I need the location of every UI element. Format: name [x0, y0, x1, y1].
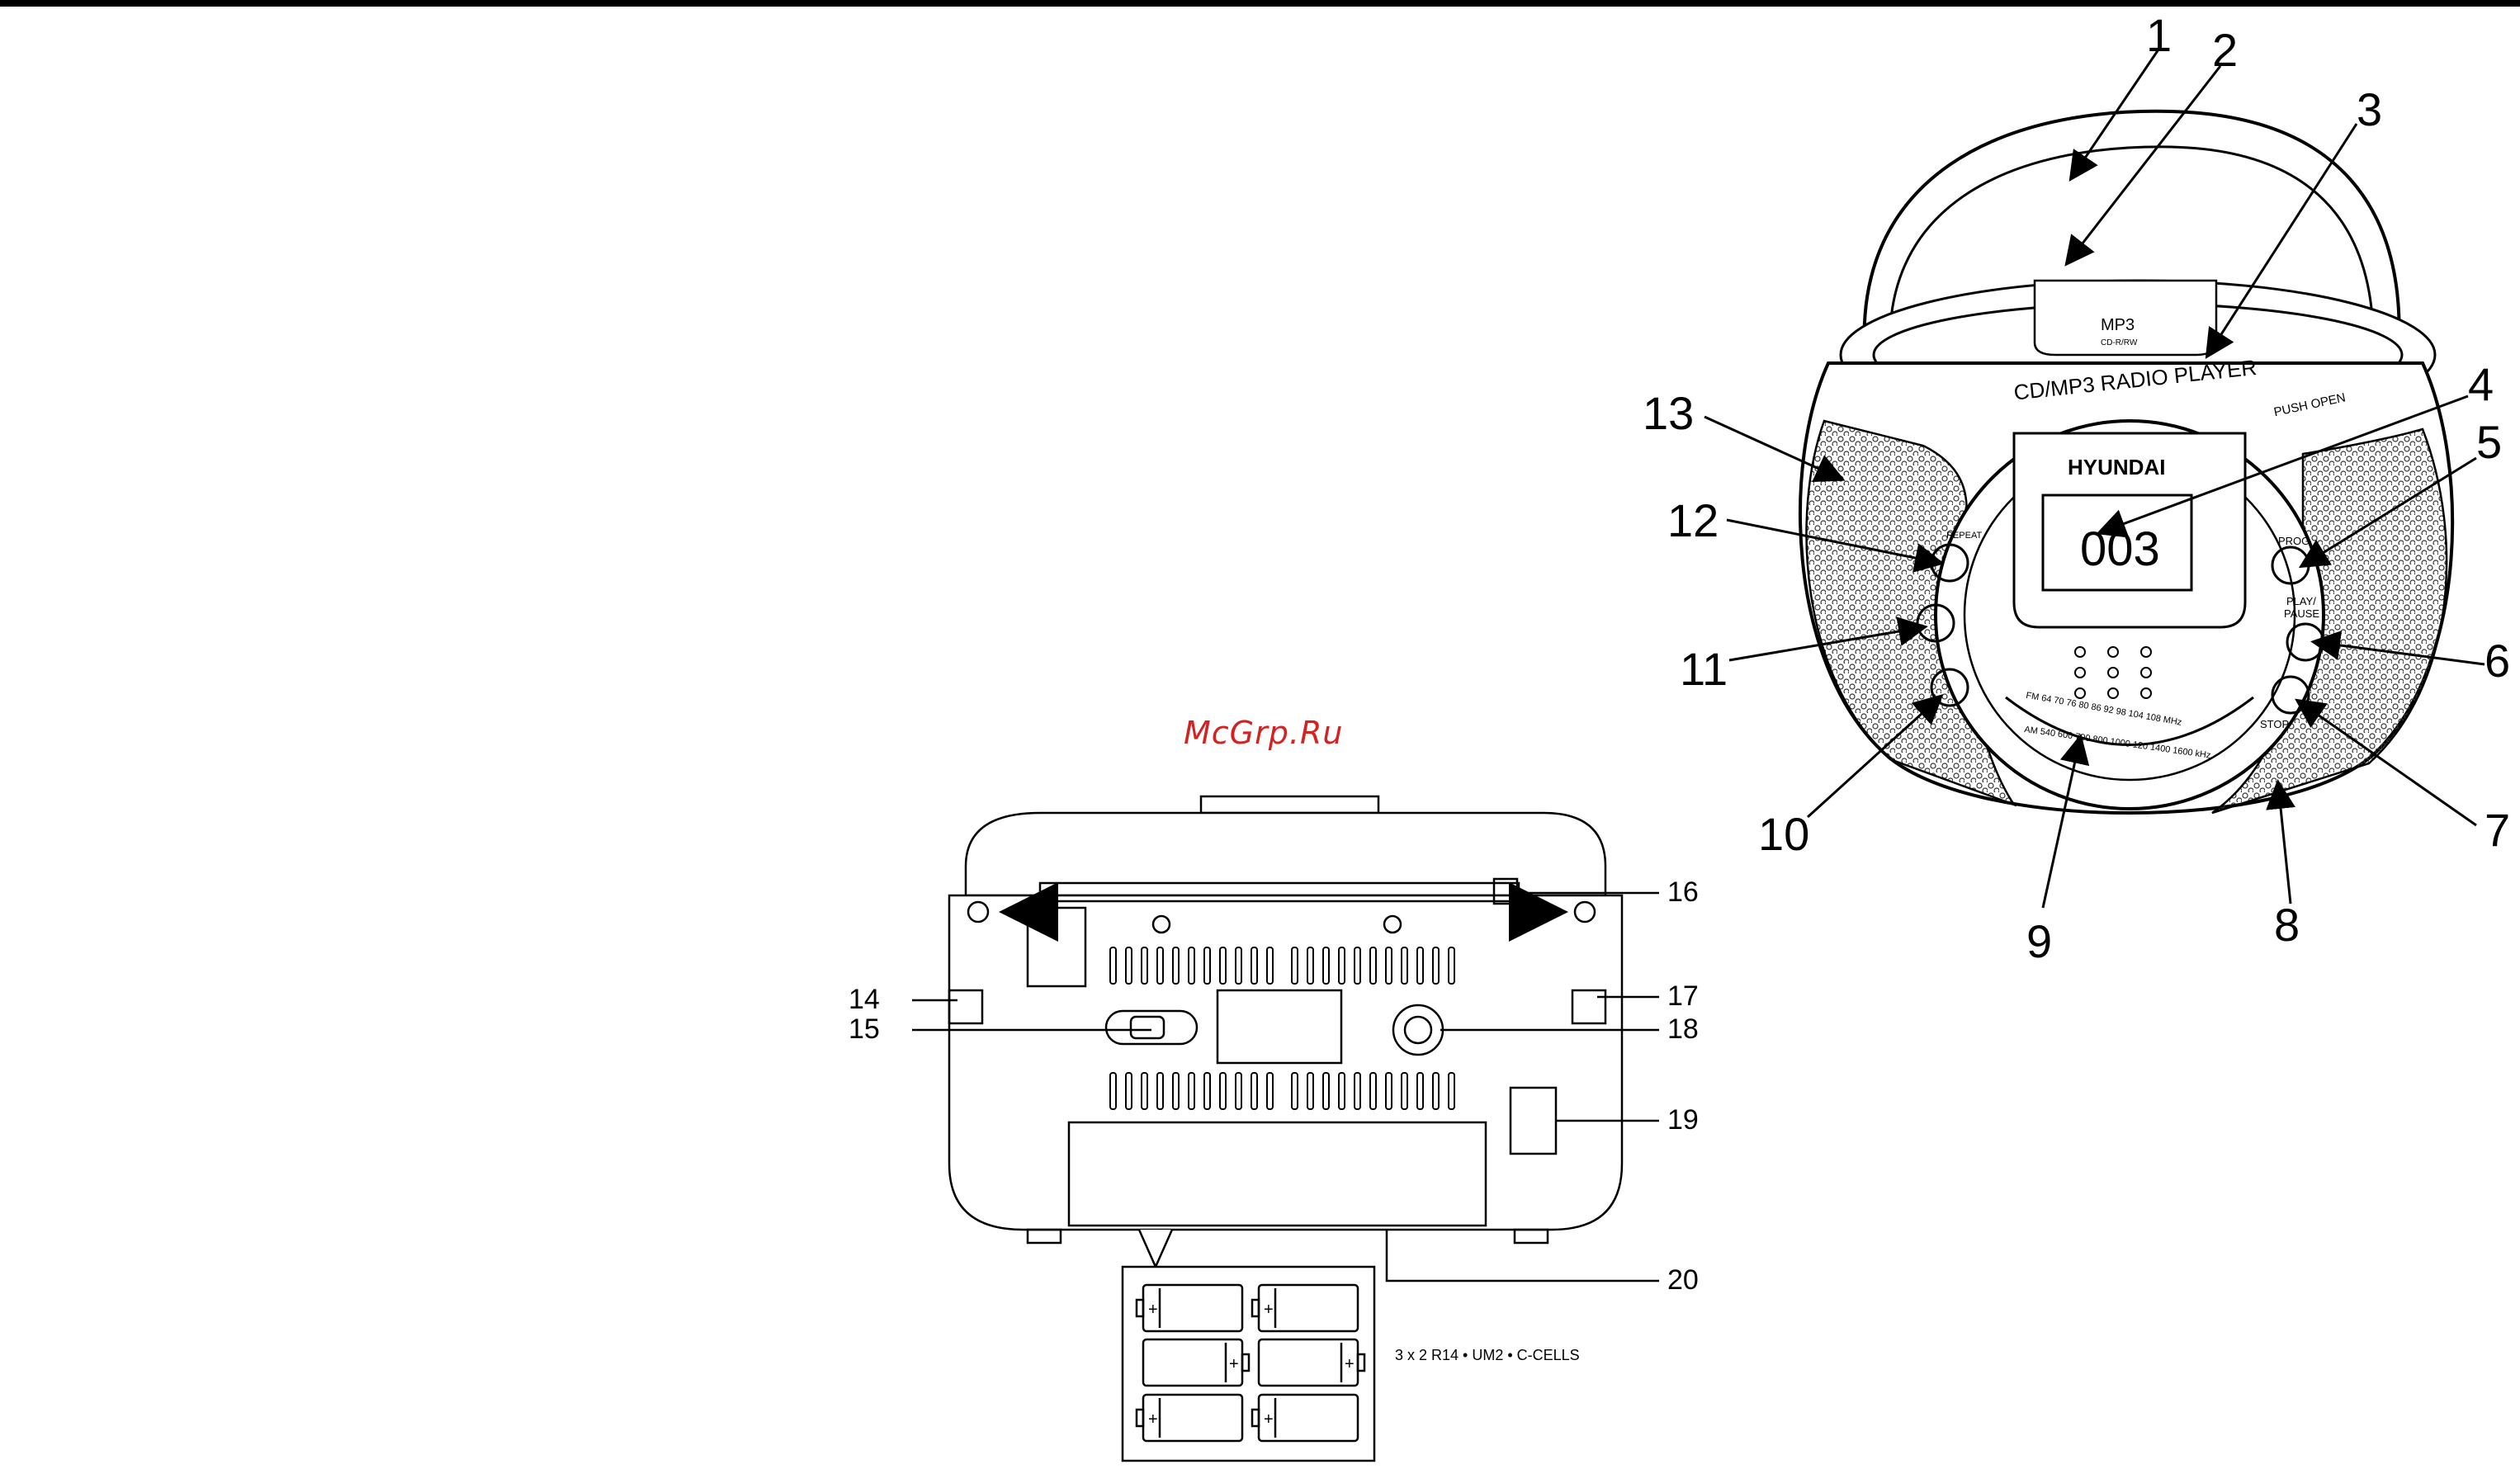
- callout-6: 6: [2485, 635, 2510, 687]
- svg-text:+: +: [1264, 1301, 1274, 1319]
- callout-5: 5: [2476, 416, 2502, 468]
- callout-1: 1: [2146, 9, 2172, 61]
- callout-2: 2: [2212, 24, 2238, 76]
- stop-label: STOP: [2260, 718, 2289, 730]
- callout-20: 20: [1667, 1264, 1699, 1296]
- callout-13: 13: [1643, 387, 1694, 439]
- callout-15: 15: [849, 1013, 880, 1045]
- lid-cdrw-logo: CD-R/RW: [2101, 338, 2138, 347]
- rear-view: [949, 796, 1622, 1243]
- callout-17: 17: [1667, 980, 1699, 1012]
- callout-4: 4: [2468, 358, 2494, 410]
- callout-16: 16: [1667, 876, 1699, 908]
- battery-note: 3 x 2 R14 • UM2 • C-CELLS: [1395, 1347, 1580, 1363]
- prog-label: PROG: [2278, 535, 2310, 547]
- lcd-readout: 003: [2080, 522, 2160, 576]
- play-pause-label-2: PAUSE: [2284, 607, 2319, 620]
- callout-3: 3: [2357, 83, 2382, 135]
- callout-12: 12: [1667, 494, 1719, 546]
- repeat-label: REPEAT: [1946, 531, 1982, 541]
- play-pause-label-1: PLAY/: [2286, 595, 2316, 607]
- callout-18: 18: [1667, 1013, 1699, 1045]
- callout-9: 9: [2026, 915, 2052, 967]
- callout-8: 8: [2274, 899, 2300, 951]
- svg-text:+: +: [1264, 1410, 1274, 1429]
- svg-text:+: +: [1148, 1410, 1158, 1429]
- callout-11: 11: [1680, 643, 1728, 695]
- lid-mp3-logo: MP3: [2101, 316, 2135, 334]
- callout-14: 14: [849, 984, 880, 1015]
- svg-text:+: +: [1148, 1301, 1158, 1319]
- svg-text:+: +: [1229, 1355, 1239, 1373]
- brand-logo: HYUNDAI: [2068, 455, 2165, 479]
- callout-10: 10: [1758, 808, 1809, 860]
- battery-compartment: [1069, 1122, 1486, 1226]
- svg-text:+: +: [1345, 1355, 1355, 1373]
- callout-19: 19: [1667, 1104, 1699, 1136]
- callout-7: 7: [2485, 804, 2510, 856]
